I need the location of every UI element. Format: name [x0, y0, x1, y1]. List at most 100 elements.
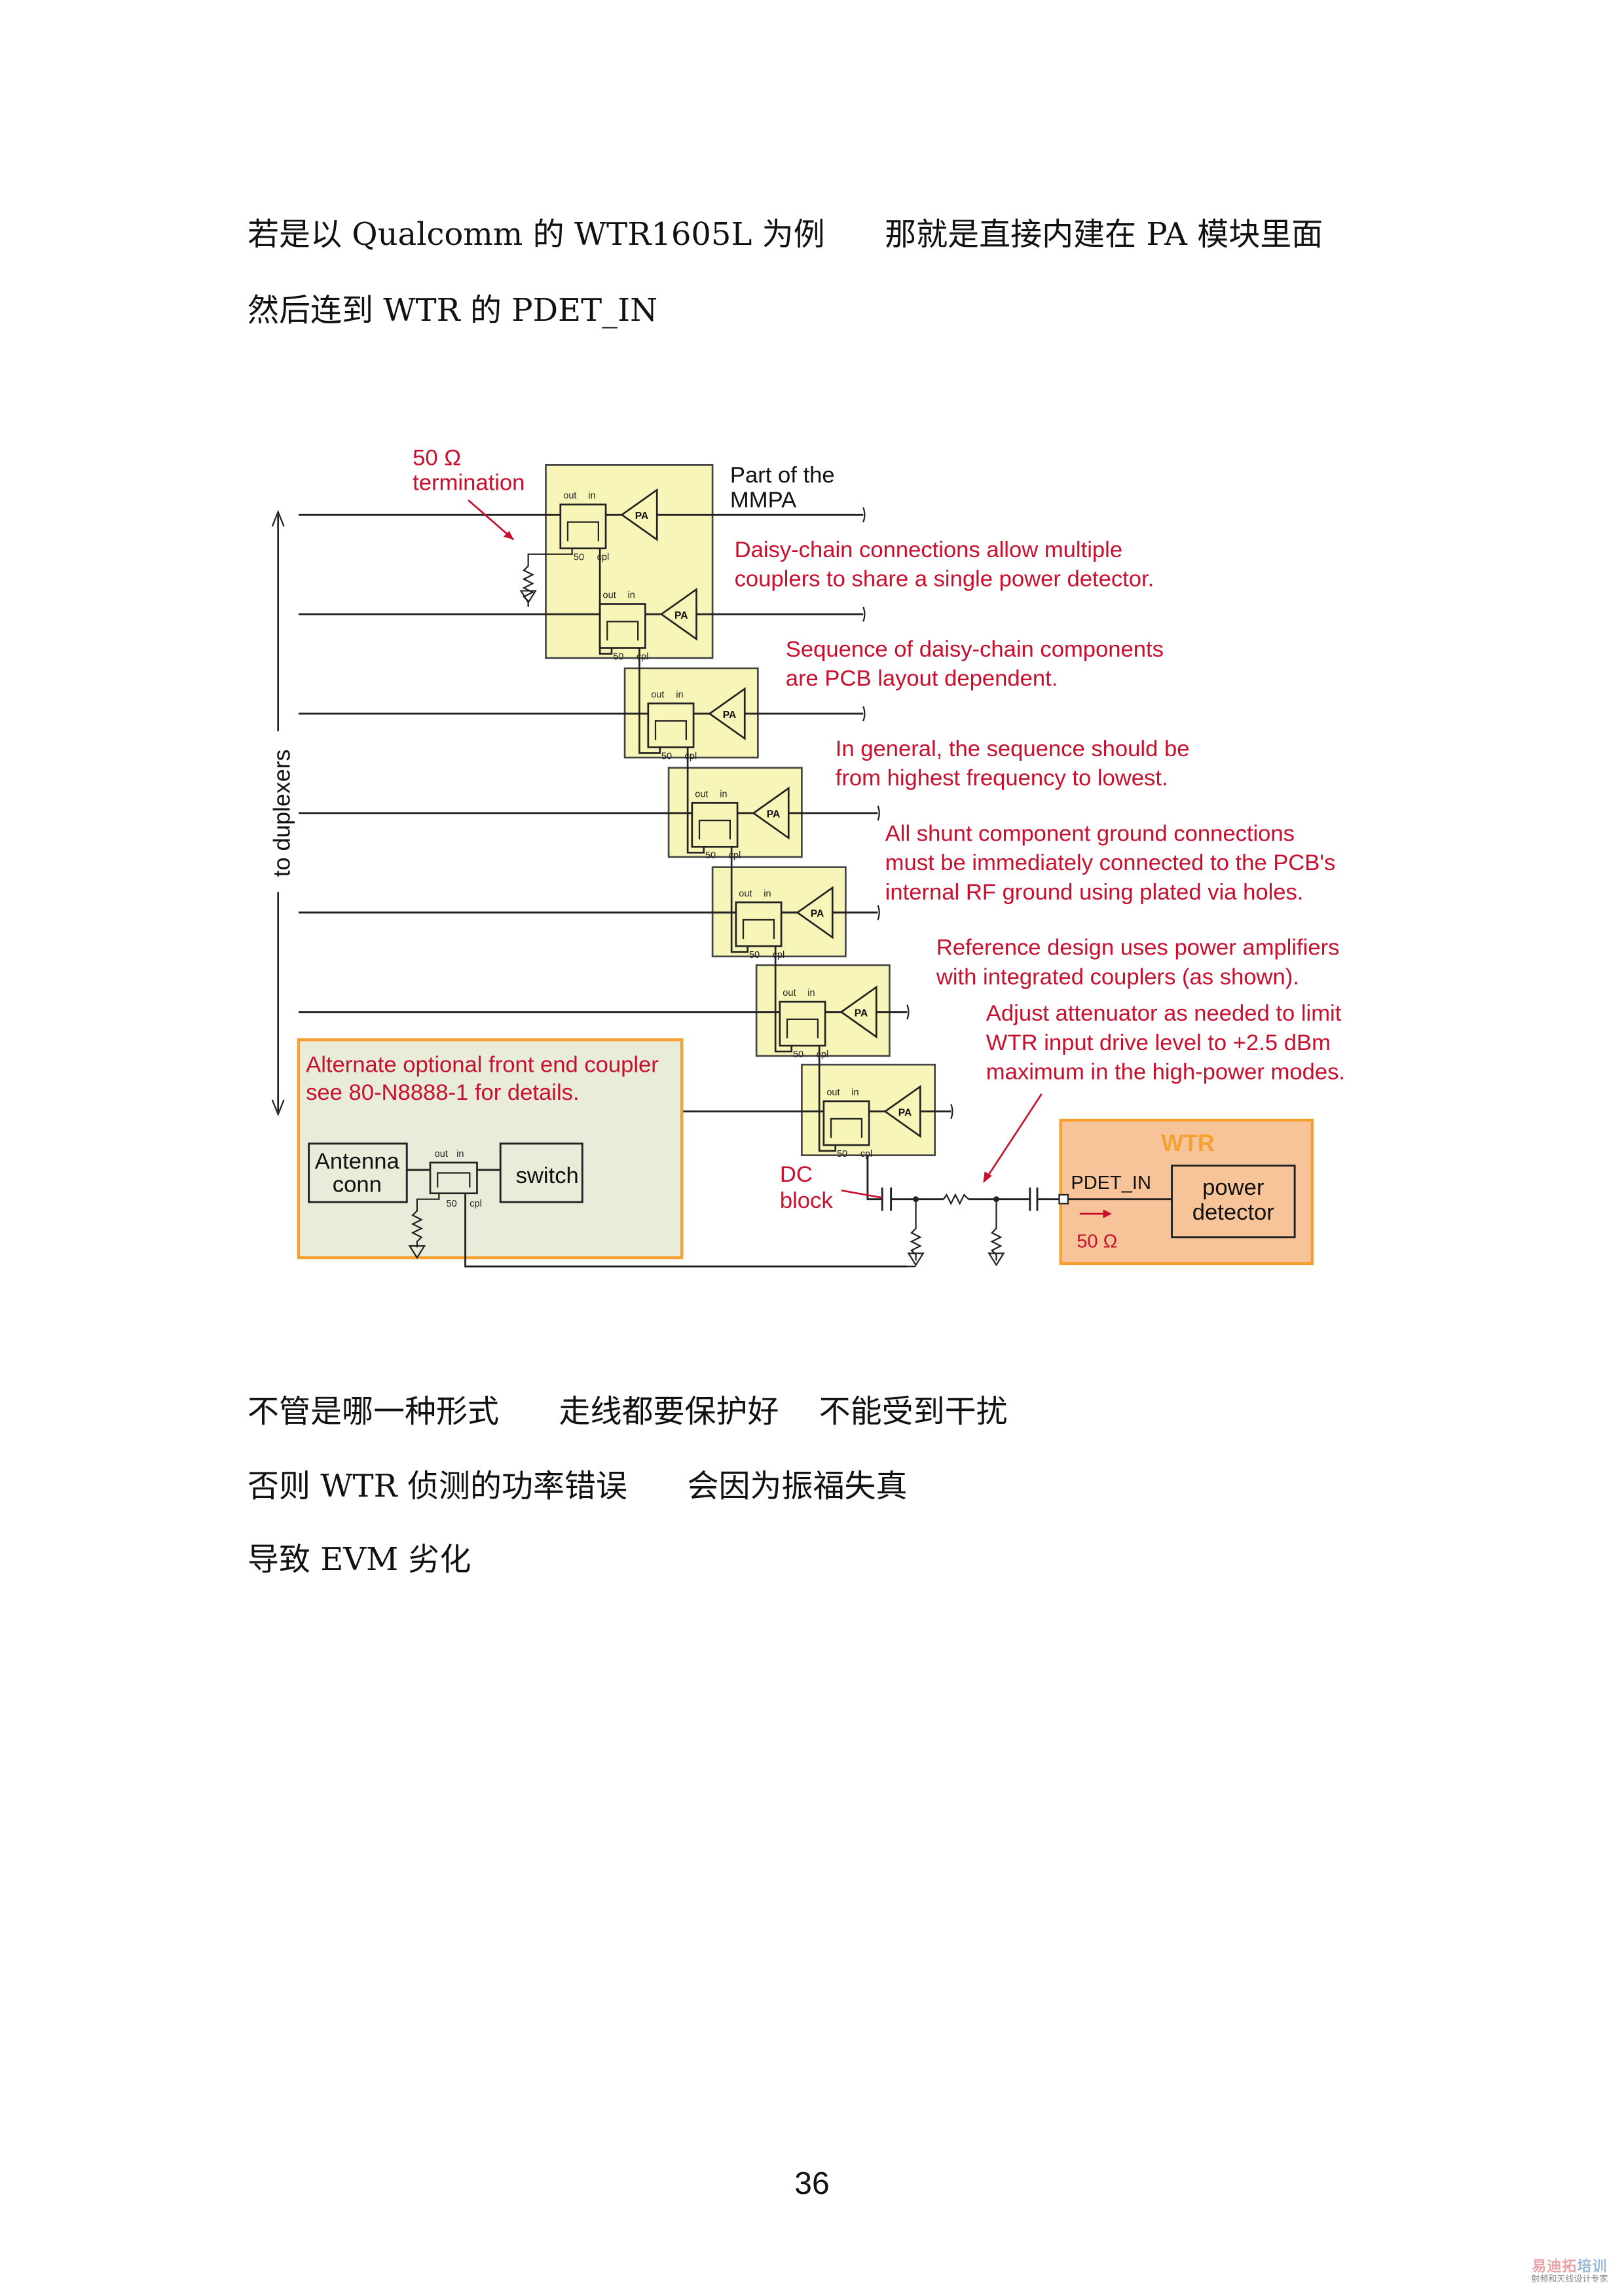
- ground-icon: [408, 1245, 426, 1260]
- port-in-label: in: [676, 690, 683, 701]
- dc-block-arrow: [841, 1189, 883, 1199]
- arrow-down-icon: [271, 1099, 285, 1117]
- coupler-line-icon: [742, 919, 775, 939]
- coupler-line-icon: [698, 820, 731, 840]
- pa-label: PA: [635, 511, 649, 522]
- port-cpl-label: cpl: [860, 1149, 873, 1159]
- daisy-chain-trace: [774, 946, 793, 1053]
- switch-box: [499, 1142, 583, 1203]
- port-cpl-label: cpl: [729, 850, 741, 861]
- power-detector-label-2: detector: [1192, 1200, 1274, 1225]
- pa-label: PA: [811, 909, 824, 920]
- pa-amplifier-icon: [659, 587, 697, 641]
- port-in-label: in: [628, 591, 635, 601]
- ground-icon: [519, 590, 537, 604]
- antenna-label-1: Antenna: [315, 1149, 400, 1174]
- dc-block-label-2: block: [780, 1188, 833, 1213]
- port-in-label: in: [764, 888, 771, 899]
- pa-row: PA out in 50 cpl: [298, 488, 866, 608]
- to-duplexers-label: to duplexers: [269, 750, 295, 877]
- port-cpl-label: cpl: [470, 1199, 482, 1209]
- pa-label: PA: [723, 710, 737, 721]
- port-50-label: 50: [613, 651, 623, 662]
- port-in-label: in: [851, 1087, 858, 1098]
- paragraph-4: 否则 WTR 侦测的功率错误 会因为振福失真: [248, 1468, 908, 1504]
- annotation-note: internal RF ground using plated via hole…: [885, 880, 1304, 905]
- alternate-label-2: see 80-N8888-1 for details.: [306, 1080, 579, 1105]
- annotation-note: couplers to share a single power detecto…: [735, 567, 1154, 592]
- pa-amplifier-icon: [796, 886, 834, 939]
- trace-end-icon: [862, 507, 866, 522]
- annotation-note: Reference design uses power amplifiers: [936, 936, 1340, 960]
- port-50-label: 50: [574, 553, 584, 563]
- port-50-label: 50: [447, 1199, 457, 1209]
- coupler-line-icon: [786, 1018, 819, 1038]
- port-out-label: out: [826, 1087, 840, 1098]
- annotation-note: with integrated couplers (as shown).: [936, 964, 1299, 989]
- port-cpl-label: cpl: [817, 1049, 829, 1060]
- pa-label: PA: [898, 1107, 912, 1118]
- coupler-line-icon: [566, 521, 599, 541]
- port-cpl-label: cpl: [637, 651, 649, 662]
- port-in-label: in: [720, 789, 727, 799]
- arrow-up-icon: [271, 509, 285, 527]
- port-50-label: 50: [749, 950, 760, 960]
- paragraph-3: 不管是哪一种形式 走线都要保护好 不能受到干扰: [248, 1393, 1008, 1430]
- alternate-label-1: Alternate optional front end coupler: [306, 1052, 659, 1077]
- coupler-line-icon: [606, 621, 639, 641]
- arrow-right-icon: [1103, 1209, 1112, 1218]
- port-cpl-label: cpl: [685, 751, 697, 761]
- port-50-label: 50: [705, 850, 716, 861]
- antenna-label-2: conn: [333, 1173, 382, 1197]
- port-out-label: out: [435, 1149, 448, 1159]
- trace-end-icon: [862, 706, 866, 721]
- termination-arrow: [468, 499, 515, 541]
- port-cpl-label: cpl: [597, 553, 610, 563]
- port-in-label: in: [588, 491, 595, 501]
- paragraph-2: 然后连到 WTR 的 PDET_IN: [248, 292, 658, 329]
- watermark-main: 易迪拓培训: [1532, 2259, 1608, 2275]
- shunt-resistor-icon: [907, 1199, 922, 1267]
- capacitor-icon: [881, 1187, 1039, 1211]
- pa-amplifier-icon: [840, 985, 877, 1039]
- detector-trace: [866, 1155, 1061, 1201]
- pa-amplifier-icon: [752, 786, 790, 840]
- annotation-note: maximum in the high-power modes.: [986, 1060, 1345, 1085]
- coupler-line-icon: [830, 1118, 863, 1138]
- dc-block-label-1: DC: [780, 1162, 813, 1187]
- annotation-note: WTR input drive level to +2.5 dBm: [986, 1030, 1331, 1055]
- page-number: 36: [794, 2166, 830, 2201]
- annotation-note: must be immediately connected to the PCB…: [885, 850, 1336, 875]
- port-50-label: 50: [837, 1149, 847, 1159]
- attenuator-arrow: [985, 1093, 1043, 1180]
- trace-end-icon: [906, 1004, 910, 1020]
- port-out-label: out: [695, 789, 708, 799]
- ground-icon: [987, 1252, 1005, 1267]
- watermark-logo: 易迪拓培训射频和天线设计专家: [1521, 2259, 1619, 2285]
- antenna-connector-box: [308, 1142, 408, 1203]
- port-out-label: out: [603, 591, 616, 601]
- annotation-note: Sequence of daisy-chain components: [786, 637, 1164, 662]
- pdet-in-label: PDET_IN: [1071, 1173, 1151, 1194]
- pa-amplifier-icon: [708, 687, 746, 740]
- wtr-box: [1059, 1118, 1314, 1266]
- coupler-line-icon: [654, 720, 688, 740]
- port-cpl-label: cpl: [773, 950, 785, 960]
- termination-arrowhead-icon: [503, 530, 514, 540]
- termination-label-1: 50 Ω: [413, 445, 461, 470]
- coupler-line-icon: [437, 1172, 471, 1188]
- annotation-note: Daisy-chain connections allow multiple: [735, 538, 1122, 562]
- port-50-label: 50: [793, 1049, 803, 1060]
- pa-label: PA: [767, 809, 781, 820]
- resistor-icon: [411, 1193, 440, 1248]
- power-detector-box: [1171, 1164, 1296, 1239]
- port-out-label: out: [563, 491, 576, 501]
- power-detector-label-1: power: [1202, 1175, 1264, 1200]
- pa-amplifier-icon: [883, 1085, 921, 1139]
- trace-end-icon: [877, 805, 880, 821]
